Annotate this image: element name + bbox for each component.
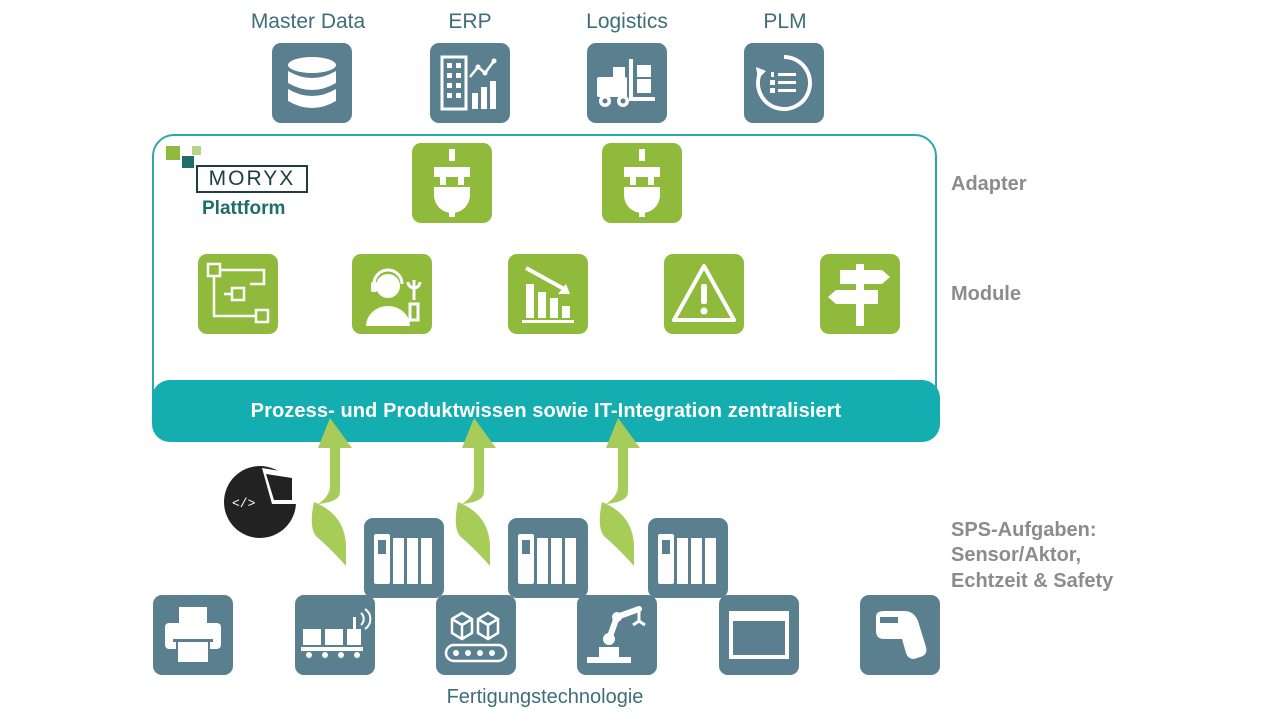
plc-rack-icon bbox=[374, 534, 432, 584]
platform-bar: Prozess- und Produktwissen sowie IT-Inte… bbox=[152, 380, 940, 442]
logo-subtitle: Plattform bbox=[202, 198, 286, 219]
module-process-flow-tile bbox=[198, 254, 278, 334]
plc-tile-2 bbox=[508, 518, 588, 598]
declining-chart-icon bbox=[522, 266, 574, 323]
robot-arm-icon bbox=[587, 606, 646, 663]
source-label-erp: ERP bbox=[448, 10, 492, 33]
plug-icon bbox=[434, 149, 470, 217]
source-label-master-data: Master Data bbox=[250, 10, 366, 33]
integration-arrow-1 bbox=[311, 418, 352, 566]
printer-icon bbox=[165, 607, 221, 664]
barcode-scanner-tile bbox=[860, 595, 940, 675]
printer-tile bbox=[153, 595, 233, 675]
module-warning-tile bbox=[664, 254, 744, 334]
sps-label-line-2: Sensor/Aktor, bbox=[951, 544, 1082, 567]
conveyor-wagon-tile bbox=[295, 595, 375, 675]
sps-label-line-3: Echtzeit & Safety bbox=[951, 569, 1114, 592]
building-chart-icon bbox=[440, 55, 497, 111]
plc-tile-1 bbox=[364, 518, 444, 598]
source-label-logistics: Logistics bbox=[586, 10, 668, 33]
plug-icon bbox=[624, 149, 660, 217]
support-agent-icon bbox=[366, 268, 422, 326]
sps-label: SPS-Aufgaben: Sensor/Aktor, Echtzeit & S… bbox=[951, 518, 1113, 594]
conveyor-boxes-tile bbox=[436, 595, 516, 675]
adapter-label: Adapter bbox=[951, 173, 1027, 195]
module-support-tile bbox=[352, 254, 432, 334]
plc-rack-icon bbox=[658, 534, 716, 584]
barcode-scanner-icon bbox=[876, 611, 927, 659]
svg-text:</>: </> bbox=[232, 496, 256, 511]
module-label: Module bbox=[951, 283, 1021, 305]
conveyor-wagon-icon bbox=[301, 608, 372, 658]
logistics-tile bbox=[587, 43, 667, 123]
manufacturing-technology-label: Fertigungstechnologie bbox=[446, 686, 644, 708]
plm-tile bbox=[744, 43, 824, 123]
code-pie-chart-icon: </> bbox=[224, 466, 298, 538]
conveyor-boxes-icon bbox=[444, 611, 508, 663]
integration-arrow-2 bbox=[455, 418, 496, 566]
warning-icon bbox=[672, 264, 736, 322]
screen-window-icon bbox=[729, 611, 789, 659]
sps-label-line-1: SPS-Aufgaben: bbox=[951, 519, 1097, 541]
erp-tile bbox=[430, 43, 510, 123]
plc-tile-3 bbox=[648, 518, 728, 598]
adapter-tile-1 bbox=[412, 143, 492, 223]
robot-arm-tile bbox=[577, 595, 657, 675]
screen-window-tile bbox=[719, 595, 799, 675]
process-flow-icon bbox=[206, 262, 270, 324]
moryx-logo-squares bbox=[166, 146, 201, 168]
source-label-plm: PLM bbox=[763, 10, 807, 33]
module-signpost-tile bbox=[820, 254, 900, 334]
moryx-logo: MORYX bbox=[196, 165, 308, 193]
lifecycle-list-icon bbox=[756, 55, 812, 111]
master-data-tile bbox=[272, 43, 352, 123]
plc-rack-icon bbox=[518, 534, 576, 584]
adapter-tile-2 bbox=[602, 143, 682, 223]
module-analytics-tile bbox=[508, 254, 588, 334]
forklift-icon bbox=[597, 59, 655, 107]
signpost-icon bbox=[828, 264, 890, 326]
database-icon bbox=[288, 57, 336, 108]
integration-arrow-3 bbox=[599, 418, 640, 566]
